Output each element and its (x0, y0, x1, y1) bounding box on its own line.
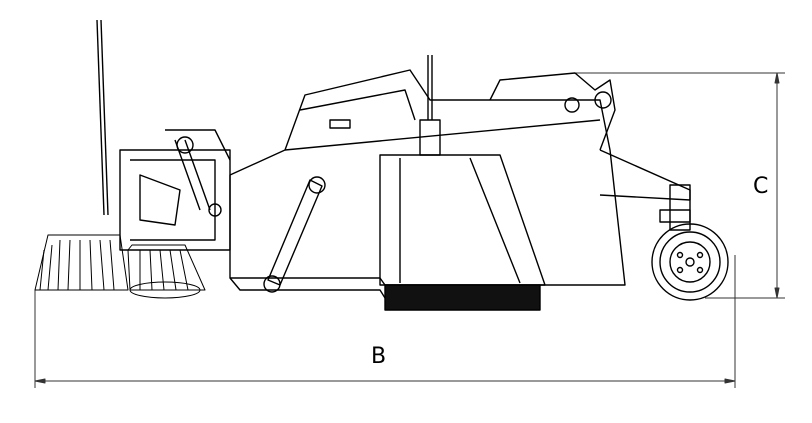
strut (263, 176, 326, 293)
dimension-c (575, 72, 785, 299)
dimension-c-label: C (753, 174, 769, 199)
dimension-b-label: B (371, 344, 387, 369)
side-brush (34, 234, 206, 299)
main-body (229, 55, 626, 299)
handle-pole (96, 19, 109, 216)
mechanism (119, 129, 231, 251)
caster-wheel (651, 223, 729, 301)
rear-frame (489, 72, 691, 231)
main-broom (384, 284, 541, 311)
dimension-b (34, 255, 736, 388)
